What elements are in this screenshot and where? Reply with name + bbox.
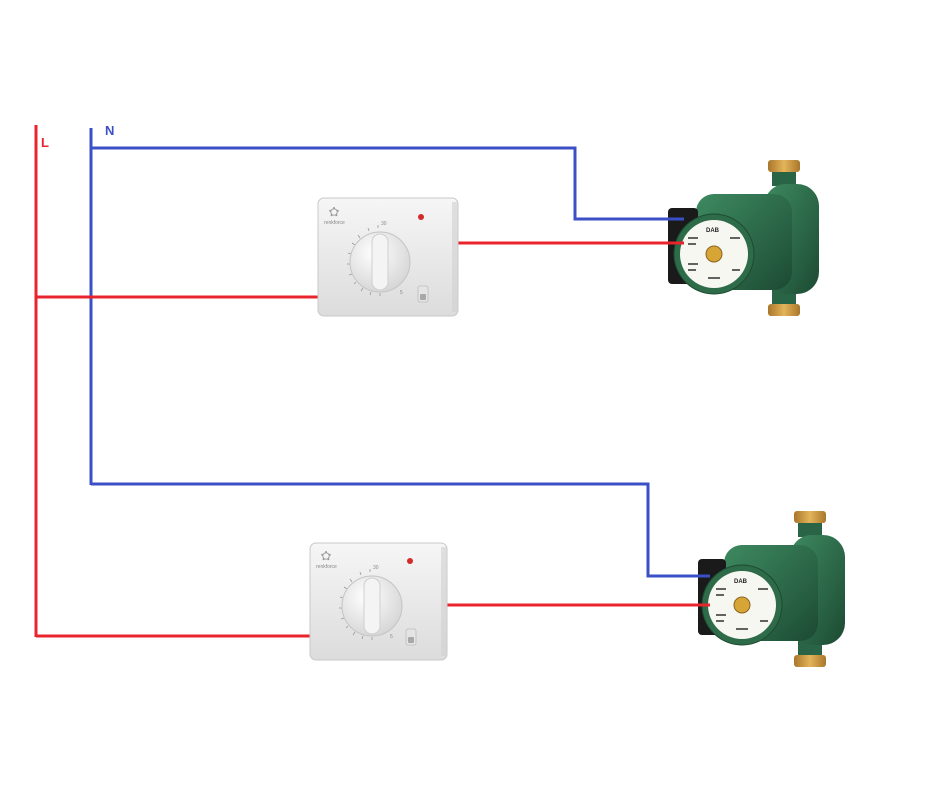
dial-scale (347, 225, 381, 296)
dial-max-mark: 30 (373, 565, 379, 571)
dial-max-mark: 30 (381, 221, 387, 227)
pump-brand: DAB (734, 579, 748, 585)
thermostat-brand: renkforce (324, 220, 345, 226)
line-label: L (41, 135, 49, 150)
circulator-pump-2: DAB (698, 511, 845, 667)
pump-brand: DAB (706, 228, 720, 234)
temperature-knob[interactable] (341, 575, 403, 637)
dial-scale (339, 569, 373, 640)
neutral-label: N (105, 123, 114, 138)
mode-switch[interactable] (417, 285, 429, 303)
circulator-pump-1: DAB (668, 160, 819, 316)
brand-logo-icon (321, 551, 331, 561)
dial-min-mark: 5 (390, 634, 393, 640)
thermostat-2: renkforce 30 5 (309, 542, 448, 661)
brand-logo-icon (329, 207, 339, 217)
thermostat-brand: renkforce (316, 564, 337, 570)
neutral-wire-pump-2 (91, 482, 703, 578)
status-led-icon (407, 558, 413, 564)
mode-switch[interactable] (405, 628, 417, 646)
temperature-knob[interactable] (349, 231, 411, 293)
neutral-wire-pump-1 (91, 146, 672, 221)
status-led-icon (418, 214, 424, 220)
thermostat-1: renkforce 30 5 (317, 197, 459, 317)
dial-min-mark: 5 (400, 290, 403, 296)
